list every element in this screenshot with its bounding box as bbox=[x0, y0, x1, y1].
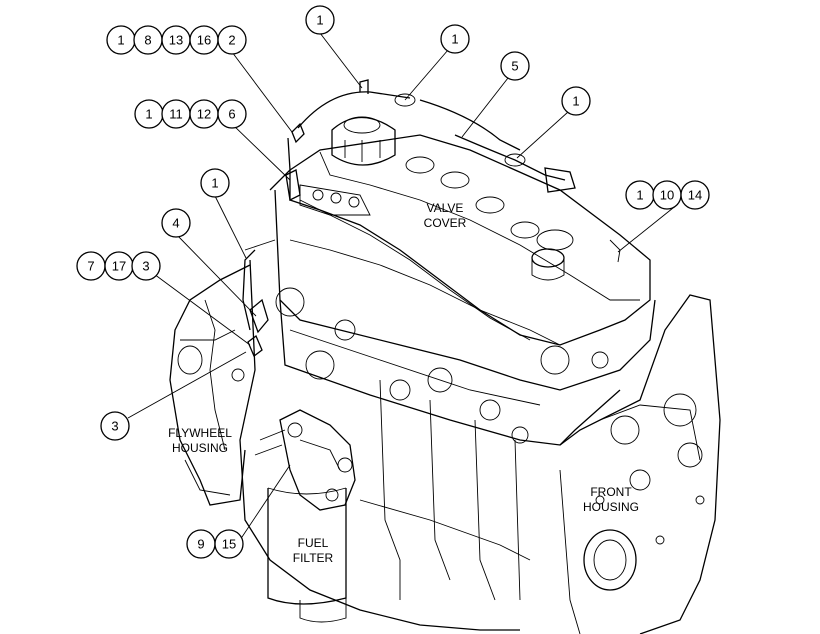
callout-9-15: 9 15 bbox=[186, 529, 244, 559]
callout-5: 5 bbox=[500, 51, 530, 81]
label-fuel-filter-line2: FILTER bbox=[293, 551, 334, 565]
callout-number: 1 bbox=[316, 13, 323, 28]
callout-number: 1 bbox=[451, 32, 458, 47]
label-front-housing-line2: HOUSING bbox=[583, 500, 639, 514]
callout-number: 1 bbox=[145, 107, 152, 122]
label-valve-cover-line2: COVER bbox=[424, 216, 467, 230]
callout-number: 5 bbox=[511, 59, 518, 74]
callout-1-right-top: 1 bbox=[440, 24, 470, 54]
label-flywheel-housing-line2: HOUSING bbox=[172, 441, 228, 455]
label-front-housing-line1: FRONT bbox=[590, 485, 632, 499]
oil-filler-cap bbox=[331, 116, 396, 166]
callout-number: 14 bbox=[688, 188, 702, 203]
callout-number: 3 bbox=[111, 419, 118, 434]
callout-number: 17 bbox=[112, 259, 126, 274]
callout-number: 1 bbox=[572, 94, 579, 109]
callout-number: 7 bbox=[87, 259, 94, 274]
callout-number: 13 bbox=[169, 33, 183, 48]
callout-number: 10 bbox=[660, 188, 674, 203]
callout-1-right: 1 bbox=[561, 86, 591, 116]
leader-lines bbox=[127, 32, 679, 541]
callout-1-10-14: 1 10 14 bbox=[625, 180, 710, 210]
callout-number: 1 bbox=[211, 176, 218, 191]
callout-1-mid: 1 bbox=[200, 168, 230, 198]
callout-7-17-3: 7 17 3 bbox=[76, 251, 161, 281]
callout-number: 3 bbox=[142, 259, 149, 274]
callout-3-left: 3 bbox=[100, 411, 130, 441]
callout-1-8-13-16: 1 8 13 16 bbox=[106, 25, 219, 55]
callout-number: 6 bbox=[228, 107, 235, 122]
callout-1-11-12-6: 1 11 12 6 bbox=[134, 99, 247, 129]
callout-number: 2 bbox=[228, 33, 235, 48]
callout-1-top: 1 bbox=[305, 5, 335, 35]
label-fuel-filter-line1: FUEL bbox=[298, 536, 329, 550]
callout-number: 16 bbox=[197, 33, 211, 48]
callout-number: 1 bbox=[636, 188, 643, 203]
callout-2: 2 bbox=[217, 25, 247, 55]
callout-number: 4 bbox=[172, 216, 179, 231]
callout-number: 11 bbox=[169, 107, 183, 122]
label-flywheel-housing-line1: FLYWHEEL bbox=[168, 426, 232, 440]
callout-4: 4 bbox=[161, 208, 191, 238]
callout-number: 15 bbox=[222, 537, 236, 552]
engine-block bbox=[169, 79, 721, 634]
callout-number: 12 bbox=[197, 107, 211, 122]
callout-number: 1 bbox=[117, 33, 124, 48]
fuel-filter-head bbox=[254, 409, 356, 511]
label-valve-cover-line1: VALVE bbox=[427, 201, 464, 215]
fuel-filter-canister bbox=[267, 487, 347, 623]
callout-number: 8 bbox=[144, 33, 151, 48]
callout-number: 9 bbox=[197, 537, 204, 552]
